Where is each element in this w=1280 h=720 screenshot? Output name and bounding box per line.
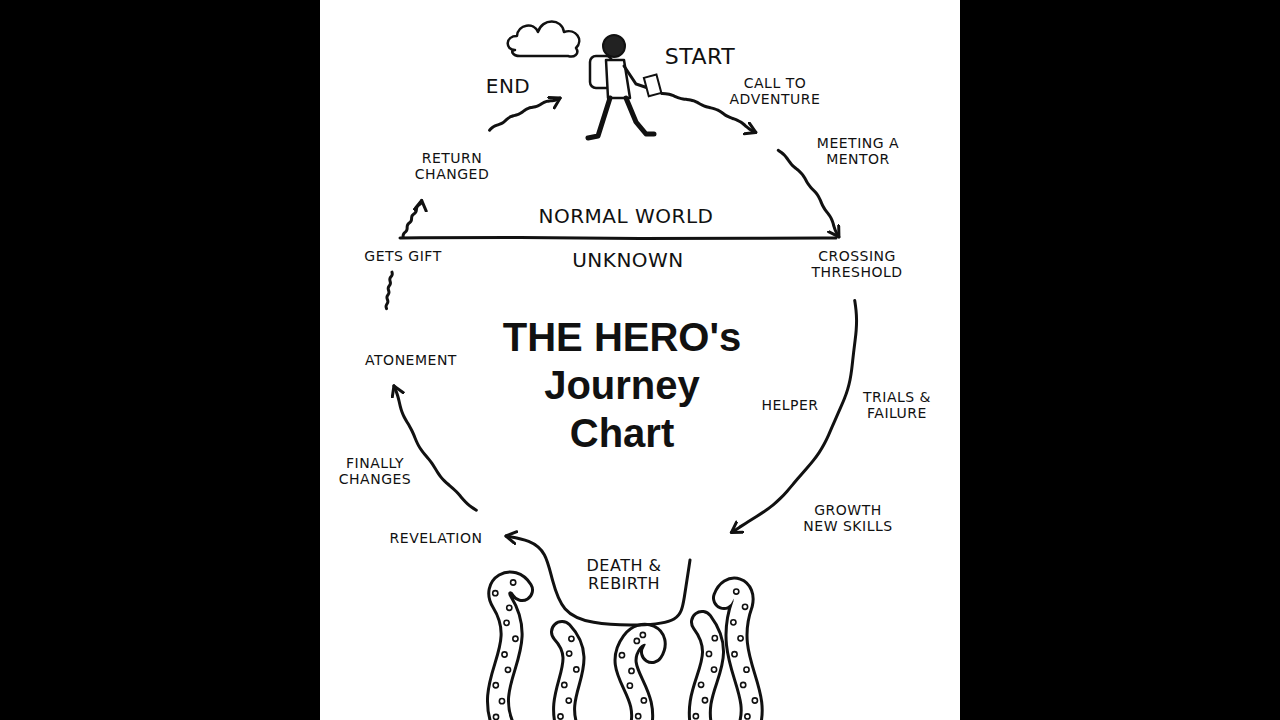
stage-label: GROWTH NEW SKILLS [798, 502, 898, 534]
sucker [627, 683, 632, 688]
sucker [734, 589, 739, 594]
sucker [731, 620, 736, 625]
sucker [712, 636, 717, 641]
tentacle-fill [562, 632, 574, 720]
sucker [732, 652, 737, 657]
sucker [706, 651, 711, 656]
tentacles [493, 580, 758, 720]
stage-label: ATONEMENT [365, 352, 457, 368]
journey-arc [403, 200, 422, 237]
sucker [629, 668, 634, 673]
sucker [744, 667, 749, 672]
sucker [745, 714, 750, 719]
stage-label: HELPER [761, 397, 818, 413]
stage-label: TRIALS & FAILURE [856, 389, 938, 421]
sucker [640, 632, 645, 637]
tentacle-outline [724, 589, 752, 720]
sucker [505, 667, 510, 672]
sucker [693, 714, 698, 719]
sucker [636, 714, 641, 719]
sucker [752, 698, 757, 703]
sucker [562, 682, 567, 687]
stage-label: REVELATION [390, 530, 483, 546]
tentacle [493, 580, 522, 720]
tentacle [558, 632, 579, 720]
cloud-outline [508, 22, 579, 57]
tentacle [693, 622, 717, 720]
sucker [493, 714, 498, 719]
sucker [738, 636, 743, 641]
tentacle-fill [626, 635, 655, 720]
stage-label: GETS GIFT [364, 248, 441, 264]
world-divider [400, 237, 836, 238]
sucker [641, 698, 646, 703]
tentacle-outline [498, 582, 522, 720]
rebirth-path [506, 536, 690, 625]
stage-label: RETURN CHANGED [406, 150, 498, 182]
journey-arc [731, 300, 856, 532]
stage-label: NORMAL WORLD [539, 205, 714, 228]
sucker [507, 605, 512, 610]
sucker [499, 699, 504, 704]
stage-label: MEETING A MENTOR [802, 135, 914, 167]
stage-label: START [665, 44, 735, 69]
chart-title: THE HERO's Journey Chart [497, 313, 747, 457]
sucker [742, 604, 747, 609]
stage-label: DEATH & REBIRTH [578, 557, 670, 594]
hero-leg [588, 98, 610, 138]
stage-label: FINALLY CHANGES [329, 455, 421, 487]
sucker [511, 580, 516, 585]
journey-arc [490, 98, 561, 130]
hero-figure [588, 35, 661, 138]
cloud [508, 22, 579, 57]
sucker [493, 591, 498, 596]
sucker [574, 667, 579, 672]
stage-label: UNKNOWN [572, 249, 684, 272]
hero-head [603, 35, 625, 57]
sucker [567, 651, 572, 656]
sucker [741, 682, 746, 687]
tentacle [724, 589, 757, 720]
sucker [566, 698, 571, 703]
sucker [513, 636, 518, 641]
tentacle-fill [498, 582, 522, 720]
sucker [502, 652, 507, 657]
sucker [634, 638, 639, 643]
sucker [702, 698, 707, 703]
sucker [698, 682, 703, 687]
sucker [558, 714, 563, 719]
tentacle-fill [724, 589, 752, 720]
stage-label: CALL TO ADVENTURE [719, 75, 831, 107]
tentacle-outline [562, 632, 574, 720]
sucker [504, 620, 509, 625]
sucker [711, 667, 716, 672]
hero-body [606, 60, 630, 98]
hero-paper [644, 74, 661, 96]
stage-label: END [486, 75, 531, 98]
stage-label: CROSSING THRESHOLD [796, 248, 918, 280]
hero-leg [626, 98, 654, 134]
tentacle-outline [626, 635, 655, 720]
sucker [493, 683, 498, 688]
sucker [569, 636, 574, 641]
journey-arc [394, 386, 476, 510]
tentacle [619, 632, 654, 720]
sucker [619, 653, 624, 658]
journey-arc [386, 272, 392, 308]
